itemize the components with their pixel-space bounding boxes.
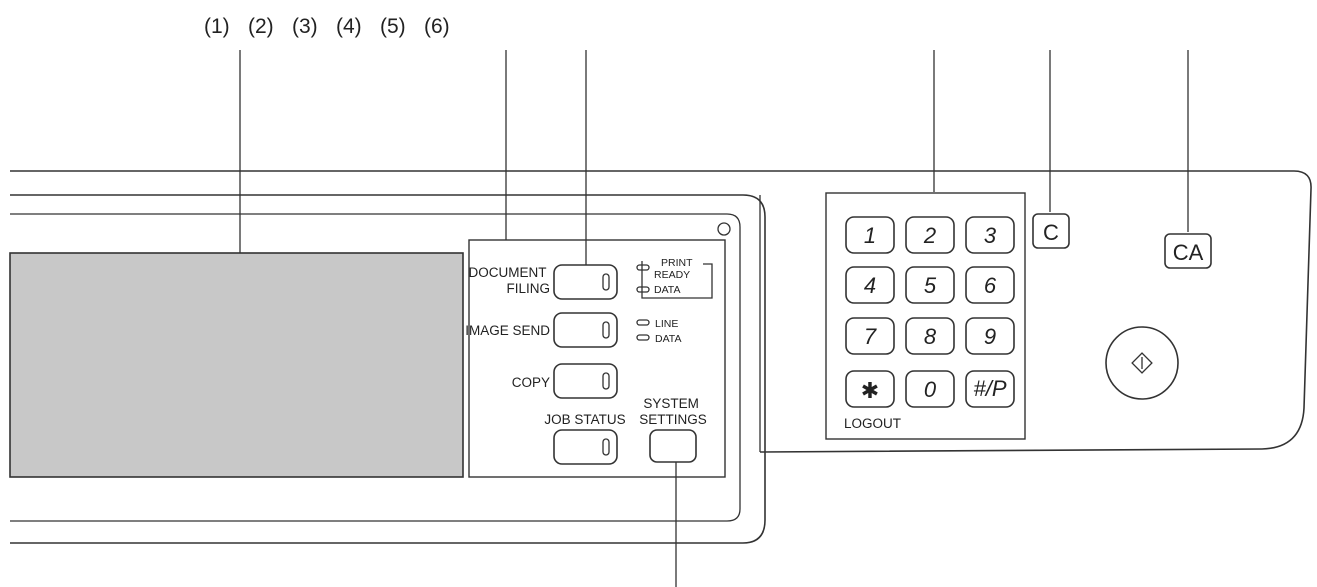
key-5[interactable]: 5 bbox=[905, 266, 955, 304]
logout-label: LOGOUT bbox=[844, 416, 901, 431]
key-1[interactable]: 1 bbox=[845, 216, 895, 254]
start-key[interactable] bbox=[1105, 326, 1179, 400]
touch-panel-display[interactable] bbox=[9, 252, 464, 478]
callout-5: (5) bbox=[380, 15, 406, 38]
callout-6: (6) bbox=[424, 15, 450, 38]
svg-text:CA: CA bbox=[1173, 240, 1204, 265]
svg-text:✱: ✱ bbox=[861, 378, 879, 403]
line-label: LINE bbox=[655, 318, 678, 330]
key-9[interactable]: 9 bbox=[965, 317, 1015, 355]
job-status-button[interactable] bbox=[553, 429, 618, 465]
key-hash-p[interactable]: #/P bbox=[965, 370, 1015, 408]
key-0[interactable]: 0 bbox=[905, 370, 955, 408]
callout-2: (2) bbox=[248, 15, 274, 38]
svg-text:6: 6 bbox=[984, 273, 997, 298]
ready-label: READY bbox=[654, 269, 690, 281]
print-indicators bbox=[636, 261, 713, 299]
logout-key[interactable]: ✱ bbox=[845, 370, 895, 408]
copy-button[interactable] bbox=[553, 363, 618, 399]
svg-text:9: 9 bbox=[984, 324, 996, 349]
clear-key[interactable]: C bbox=[1032, 213, 1070, 249]
document-filing-label: DOCUMENT FILING bbox=[468, 265, 550, 296]
job-status-label: JOB STATUS bbox=[544, 412, 625, 427]
key-4[interactable]: 4 bbox=[845, 266, 895, 304]
system-settings-label: SYSTEM SETTINGS bbox=[639, 396, 707, 427]
line-indicators bbox=[636, 319, 650, 341]
svg-text:2: 2 bbox=[923, 223, 936, 248]
svg-text:8: 8 bbox=[924, 324, 937, 349]
document-filing-button[interactable] bbox=[553, 264, 618, 300]
key-6[interactable]: 6 bbox=[965, 266, 1015, 304]
line-data-label: DATA bbox=[655, 333, 681, 345]
image-send-button[interactable] bbox=[553, 312, 618, 348]
callout-3: (3) bbox=[292, 15, 318, 38]
clear-all-key[interactable]: CA bbox=[1164, 233, 1212, 269]
key-8[interactable]: 8 bbox=[905, 317, 955, 355]
print-data-label: DATA bbox=[654, 284, 680, 296]
mode-keys-panel bbox=[468, 239, 726, 478]
svg-text:C: C bbox=[1043, 220, 1059, 245]
key-7[interactable]: 7 bbox=[845, 317, 895, 355]
key-2[interactable]: 2 bbox=[905, 216, 955, 254]
svg-text:5: 5 bbox=[924, 273, 937, 298]
svg-text:1: 1 bbox=[864, 223, 876, 248]
machine-body bbox=[10, 170, 1312, 544]
start-diamond-icon bbox=[1131, 352, 1153, 374]
svg-text:3: 3 bbox=[984, 223, 997, 248]
power-indicator-icon bbox=[717, 222, 731, 236]
svg-text:0: 0 bbox=[924, 377, 937, 402]
image-send-label: IMAGE SEND bbox=[465, 323, 550, 338]
callout-4: (4) bbox=[336, 15, 362, 38]
svg-text:4: 4 bbox=[864, 273, 876, 298]
print-label: PRINT bbox=[661, 257, 693, 269]
numeric-keypad-panel bbox=[825, 192, 1026, 440]
system-settings-button[interactable] bbox=[649, 429, 697, 463]
copy-label: COPY bbox=[512, 375, 550, 390]
svg-text:#/P: #/P bbox=[973, 376, 1006, 401]
callout-1: (1) bbox=[204, 15, 230, 38]
svg-text:7: 7 bbox=[864, 324, 877, 349]
key-3[interactable]: 3 bbox=[965, 216, 1015, 254]
